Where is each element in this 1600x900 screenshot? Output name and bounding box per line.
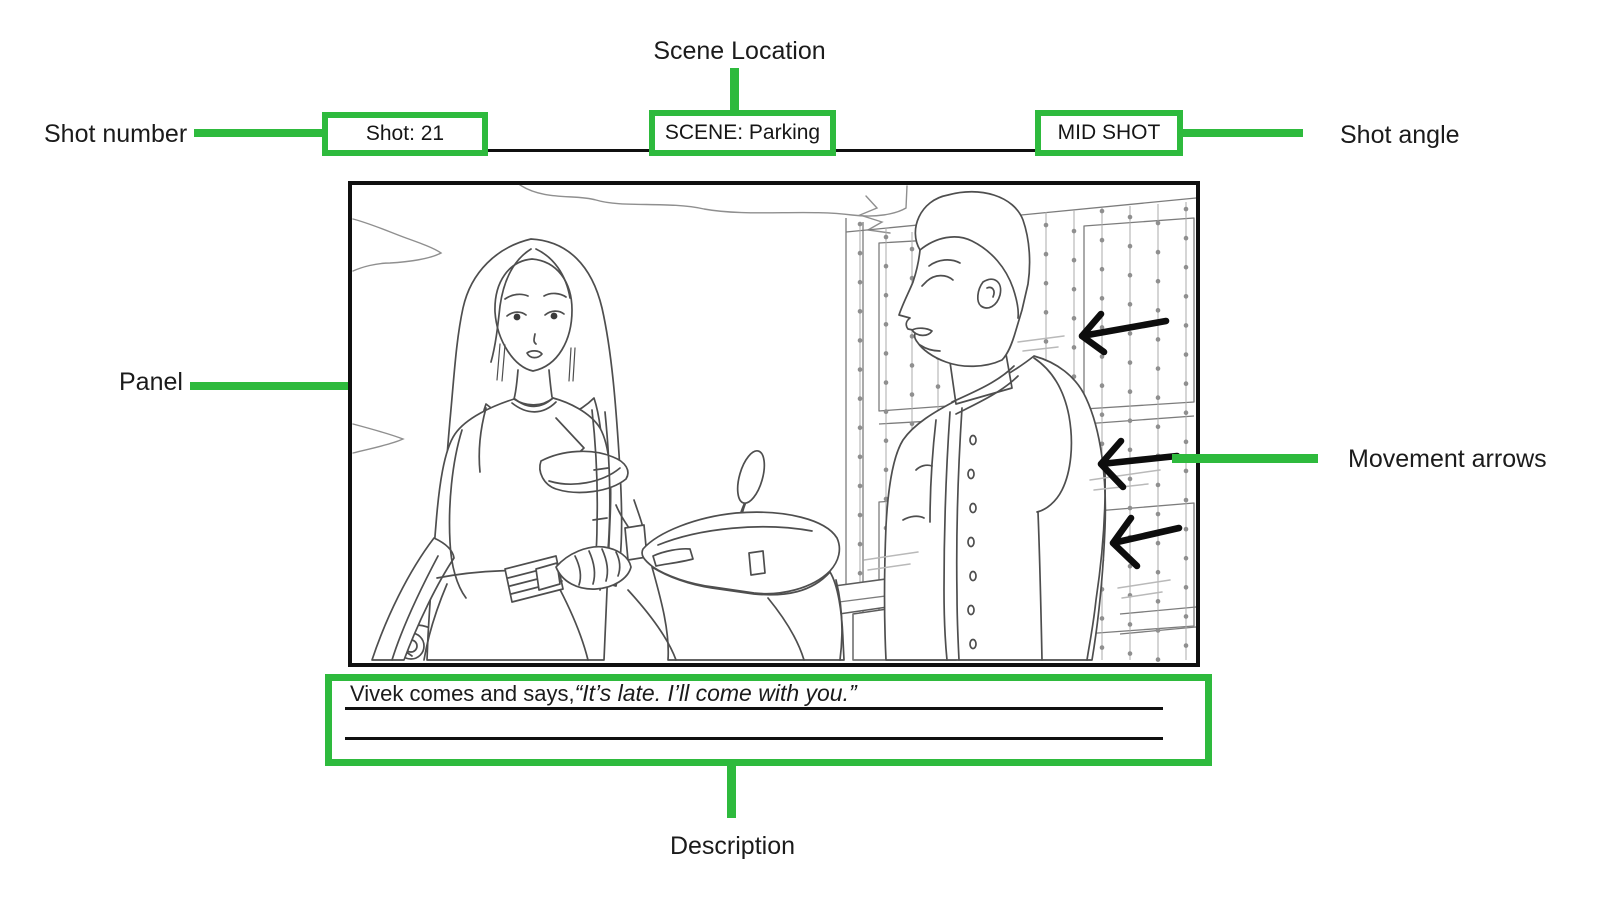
cloud-left-upper	[352, 218, 443, 272]
description-prefix: Vivek comes and says,	[350, 681, 575, 706]
woman-figure	[371, 238, 629, 661]
scene-location-value: SCENE: Parking	[664, 121, 821, 144]
description-quote: “It’s late. I’ll come with you.”	[574, 680, 857, 706]
shot-angle-box: MID SHOT	[1035, 110, 1183, 156]
cloud-top	[519, 184, 908, 234]
storyboard-panel-drawing	[352, 184, 1197, 663]
cloud-left-lower	[352, 423, 405, 454]
description-connector	[727, 766, 736, 818]
scene-location-label: Scene Location	[653, 37, 826, 65]
movement-arrows-connector	[1172, 454, 1318, 463]
man-figure	[883, 190, 1107, 661]
description-text: Vivek comes and says,“It’s late. I’ll co…	[350, 680, 857, 707]
panel-label: Panel	[119, 368, 183, 396]
shot-angle-value: MID SHOT	[1057, 121, 1161, 144]
motion-hatches	[863, 335, 1171, 599]
woman-hand	[504, 545, 632, 603]
shot-angle-connector	[1183, 129, 1303, 137]
header-rule-right	[834, 149, 1037, 152]
shot-number-label: Shot number	[44, 120, 188, 148]
scene-location-connector	[730, 68, 739, 112]
description-box	[325, 674, 1212, 766]
header-rule-left	[486, 149, 652, 152]
panel-connector	[190, 382, 352, 390]
shot-angle-label: Shot angle	[1340, 121, 1460, 149]
movement-arrow-2	[1097, 437, 1181, 491]
description-rule-2	[345, 737, 1163, 740]
shot-number-connector	[194, 129, 322, 137]
shot-number-value: Shot: 21	[365, 122, 445, 145]
movement-arrow-1	[1078, 310, 1170, 356]
scooter-front	[615, 450, 845, 661]
storyboard-panel	[348, 181, 1200, 667]
movement-arrows-label: Movement arrows	[1348, 445, 1547, 473]
description-rule-1	[345, 707, 1163, 710]
shot-number-box: Shot: 21	[322, 112, 488, 156]
description-label: Description	[669, 832, 796, 860]
scene-location-box: SCENE: Parking	[649, 110, 836, 156]
movement-arrow-3	[1109, 514, 1183, 570]
